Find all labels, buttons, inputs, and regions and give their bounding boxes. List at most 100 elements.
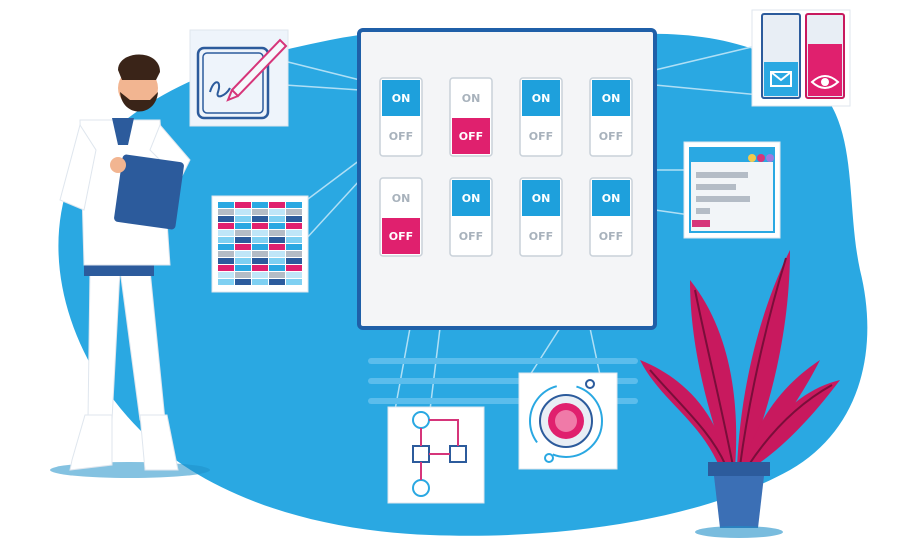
spreadsheet-cell [286, 202, 302, 208]
envelope-icon [770, 71, 792, 87]
spreadsheet-cell [235, 202, 251, 208]
spreadsheet-cell [252, 272, 268, 278]
spreadsheet-cell [286, 244, 302, 250]
toggle-switch[interactable]: ON OFF [449, 177, 493, 257]
toggle-off-segment [592, 118, 630, 154]
toggle-off-segment [382, 218, 420, 254]
spreadsheet-cell [286, 230, 302, 236]
spreadsheet-cell [235, 230, 251, 236]
toggle-switch[interactable]: ON OFF [379, 177, 423, 257]
toggle-off-label: OFF [599, 130, 623, 143]
pot [714, 476, 764, 528]
spreadsheet-cell [269, 265, 285, 271]
spreadsheet-cell [269, 216, 285, 222]
spreadsheet-cell [269, 251, 285, 257]
spreadsheet-cell [218, 216, 234, 222]
spreadsheet-card [211, 195, 309, 293]
toggle-on-label: ON [602, 92, 621, 105]
toggle-switch[interactable]: ON OFF [449, 77, 493, 157]
spreadsheet-cell [286, 265, 302, 271]
spreadsheet-cell [235, 244, 251, 250]
spreadsheet-cell [235, 209, 251, 215]
spreadsheet-cell [269, 223, 285, 229]
toggle-on-label: ON [462, 92, 481, 105]
spreadsheet-cell [269, 230, 285, 236]
spreadsheet-cell [252, 244, 268, 250]
spreadsheet-cell [252, 216, 268, 222]
spreadsheet-cell [252, 223, 268, 229]
spreadsheet-cell [286, 272, 302, 278]
spreadsheet-cell [218, 223, 234, 229]
toggle-switch[interactable]: ON OFF [519, 177, 563, 257]
spreadsheet-cell [269, 209, 285, 215]
toggle-off-label: OFF [459, 230, 483, 243]
spreadsheet-cell [269, 258, 285, 264]
spreadsheet-cell [286, 251, 302, 257]
spreadsheet-cell [269, 272, 285, 278]
spreadsheet-cell [286, 223, 302, 229]
toggle-on-segment [522, 80, 560, 116]
spreadsheet-cell [286, 237, 302, 243]
toggle-off-label: OFF [599, 230, 623, 243]
toggle-off-segment [592, 218, 630, 254]
spreadsheet-cell [235, 216, 251, 222]
toggle-off-segment [452, 118, 490, 154]
spreadsheet-cell [218, 209, 234, 215]
toggle-on-segment [382, 180, 420, 216]
spreadsheet-cell [235, 279, 251, 285]
toggle-off-label: OFF [389, 230, 413, 243]
spreadsheet-cell [218, 279, 234, 285]
spreadsheet-cell [252, 237, 268, 243]
toggle-on-segment [522, 180, 560, 216]
chat-window-card [683, 141, 781, 239]
spreadsheet-cell [235, 258, 251, 264]
flowchart-card [387, 406, 485, 504]
spreadsheet-cell [252, 251, 268, 257]
signature-card [189, 29, 289, 127]
toggle-on-segment [452, 80, 490, 116]
toggle-off-label: OFF [459, 130, 483, 143]
toggle-off-segment [522, 218, 560, 254]
spreadsheet-cell [286, 279, 302, 285]
toggle-switch[interactable]: ON OFF [589, 77, 633, 157]
spreadsheet-cell [269, 237, 285, 243]
toggle-on-label: ON [392, 92, 411, 105]
spreadsheet-cell [286, 209, 302, 215]
toggle-on-label: ON [602, 192, 621, 205]
spreadsheet-cell [286, 258, 302, 264]
spreadsheet-cell [235, 223, 251, 229]
toggle-on-segment [452, 180, 490, 216]
spreadsheet-cell [252, 230, 268, 236]
plant-icon [640, 250, 840, 538]
eye-icon [810, 75, 840, 89]
chat-window-icon [689, 147, 775, 233]
toggle-off-segment [522, 118, 560, 154]
spreadsheet-cell [218, 258, 234, 264]
spreadsheet-cell [218, 272, 234, 278]
toggle-on-segment [382, 80, 420, 116]
spreadsheet-cell [286, 216, 302, 222]
toggle-off-label: OFF [529, 230, 553, 243]
privacy-card [751, 9, 851, 107]
toggle-on-label: ON [462, 192, 481, 205]
spreadsheet-cell [235, 272, 251, 278]
toggle-on-label: ON [532, 92, 551, 105]
toggle-on-segment [592, 80, 630, 116]
spreadsheet-icon [218, 202, 302, 285]
toggle-switch[interactable]: ON OFF [589, 177, 633, 257]
toggle-off-label: OFF [529, 130, 553, 143]
spreadsheet-cell [252, 265, 268, 271]
spreadsheet-cell [252, 202, 268, 208]
toggle-on-label: ON [392, 192, 411, 205]
toggle-on-label: ON [532, 192, 551, 205]
pot-rim [708, 462, 770, 476]
spreadsheet-cell [235, 251, 251, 257]
flowchart-icon [412, 411, 467, 497]
spreadsheet-cell [252, 279, 268, 285]
spreadsheet-cell [218, 202, 234, 208]
spreadsheet-cell [269, 244, 285, 250]
toggle-switch[interactable]: ON OFF [519, 77, 563, 157]
target-icon [529, 379, 603, 463]
